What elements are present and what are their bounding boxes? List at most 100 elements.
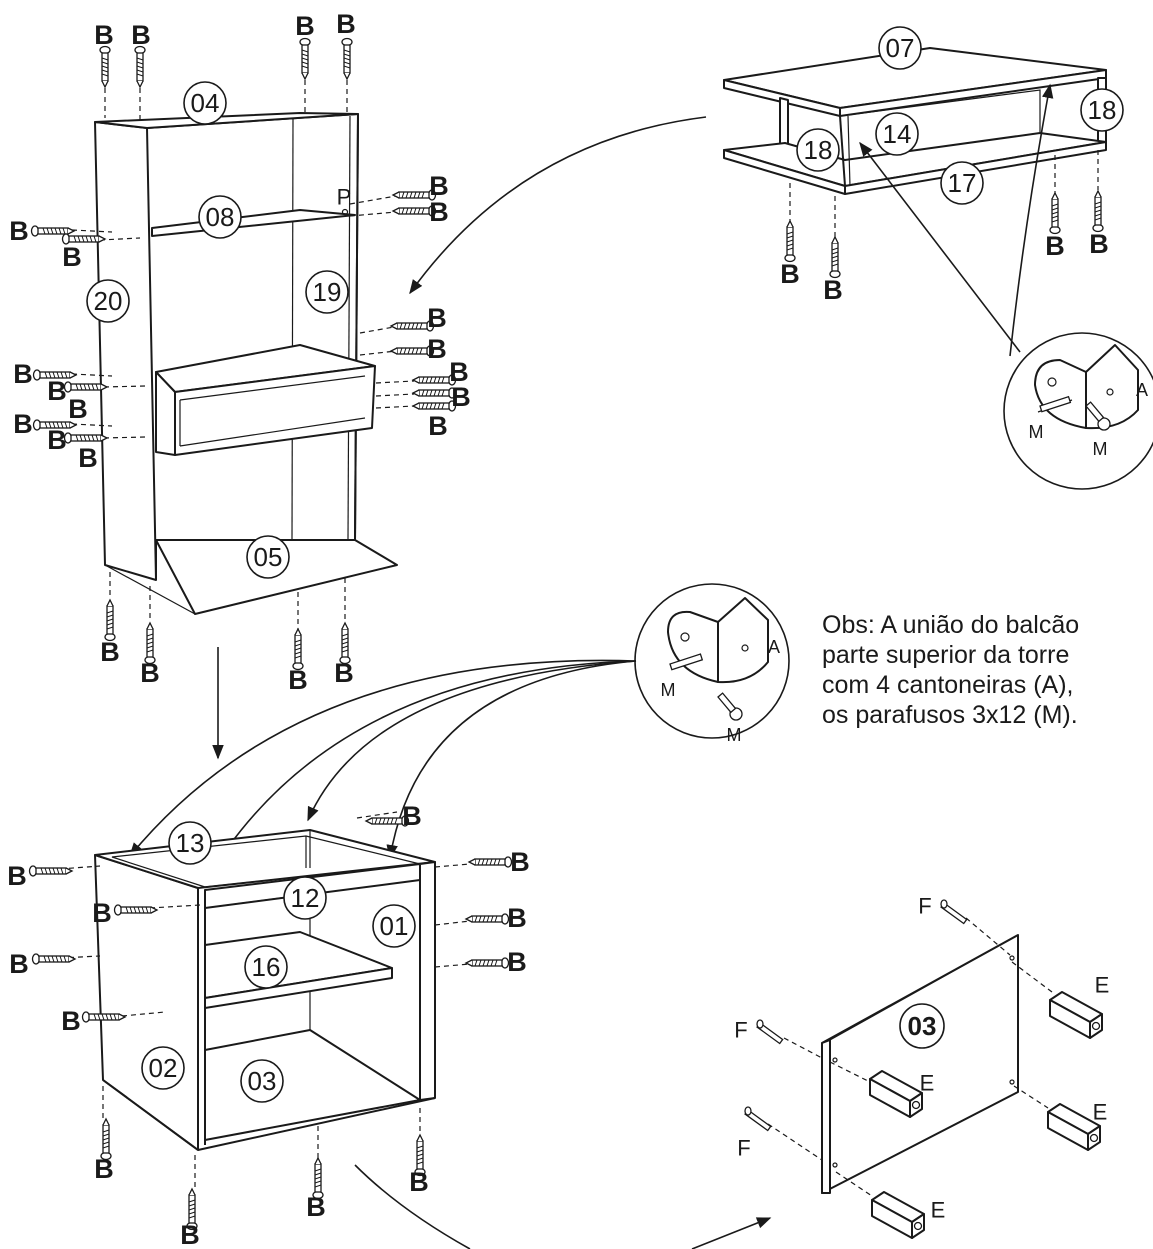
svg-text:04: 04	[191, 88, 220, 118]
label-B: B	[449, 357, 469, 387]
label-M: M	[1029, 422, 1044, 442]
part-04: 04	[183, 81, 227, 125]
label-B: B	[140, 658, 160, 688]
label-E: E	[1093, 1100, 1108, 1125]
label-B: B	[429, 197, 449, 227]
part-16: 16	[244, 945, 288, 989]
part-13: 13	[168, 821, 212, 865]
part-01: 01	[372, 904, 416, 948]
label-M: M	[1093, 439, 1108, 459]
label-F: F	[918, 894, 931, 919]
label-A: A	[768, 637, 780, 657]
note-line-2: parte superior da torre	[822, 641, 1070, 669]
svg-text:12: 12	[291, 883, 320, 913]
label-B: B	[780, 259, 800, 289]
bracket-detail-top: A M M	[1003, 332, 1153, 490]
label-B: B	[427, 334, 447, 364]
label-B: B	[288, 665, 308, 695]
label-B: B	[1089, 229, 1109, 259]
label-B: B	[510, 847, 530, 877]
label-B: B	[1045, 231, 1065, 261]
label-B: B	[9, 949, 29, 979]
cabinet-assembly: B B B B B B B B B B B B 13 12 01 16 02 0…	[7, 801, 530, 1249]
label-B: B	[334, 658, 354, 688]
part-08: 08	[198, 195, 242, 239]
note-line-4: os parafusos 3x12 (M).	[822, 701, 1078, 729]
label-B: B	[94, 1154, 114, 1184]
label-B: B	[823, 275, 843, 305]
label-E: E	[920, 1071, 935, 1096]
label-B: B	[9, 216, 29, 246]
label-B: B	[402, 801, 422, 831]
part-18-left: 18	[796, 128, 840, 172]
svg-text:03: 03	[248, 1066, 277, 1096]
part-03: 03	[240, 1059, 284, 1103]
part-18-right: 18	[1080, 88, 1124, 132]
svg-text:17: 17	[948, 168, 977, 198]
label-B: B	[13, 359, 33, 389]
label-B: B	[68, 394, 88, 424]
label-B: B	[61, 1006, 81, 1036]
label-B: B	[100, 637, 120, 667]
panel-03-detail: F F F E E E E 03	[734, 894, 1109, 1239]
panel-01	[419, 861, 436, 1101]
svg-text:03: 03	[908, 1011, 937, 1041]
label-B: B	[306, 1192, 326, 1222]
bracket-detail-middle: A M M	[634, 583, 790, 745]
part-05: 05	[246, 535, 290, 579]
label-B: B	[47, 425, 67, 455]
label-B: B	[336, 9, 356, 39]
label-B: B	[507, 947, 527, 977]
label-B: B	[428, 411, 448, 441]
label-B: B	[7, 861, 27, 891]
label-B: B	[62, 242, 82, 272]
label-B: B	[47, 376, 67, 406]
label-B: B	[131, 20, 151, 50]
part-14: 14	[875, 112, 919, 156]
label-B: B	[92, 898, 112, 928]
label-B: B	[13, 409, 33, 439]
label-B: B	[451, 382, 471, 412]
svg-text:20: 20	[94, 286, 123, 316]
panel-04	[94, 112, 359, 129]
label-A: A	[1136, 380, 1148, 400]
label-M: M	[661, 680, 676, 700]
svg-text:19: 19	[313, 277, 342, 307]
shelf-unit-assembly: B B B B 07 14 18 18 17 A M M	[723, 26, 1153, 490]
svg-text:16: 16	[252, 952, 281, 982]
label-F: F	[734, 1018, 747, 1043]
label-B: B	[94, 20, 114, 50]
svg-text:07: 07	[886, 33, 915, 63]
part-20: 20	[86, 279, 130, 323]
label-B: B	[180, 1220, 200, 1249]
label-B: B	[429, 171, 449, 201]
assembly-note: Obs: A união do balcão parte superior da…	[822, 610, 1153, 730]
svg-text:01: 01	[380, 911, 409, 941]
panel-03	[204, 1029, 421, 1141]
svg-text:02: 02	[149, 1053, 178, 1083]
part-02: 02	[141, 1046, 185, 1090]
label-B: B	[78, 443, 98, 473]
label-B: B	[427, 303, 447, 333]
tower-assembly: B B B B B B B B B B B B B B B B B B B B …	[9, 9, 471, 695]
svg-text:08: 08	[206, 202, 235, 232]
label-P: P	[337, 185, 352, 210]
label-E: E	[1095, 973, 1110, 998]
label-F: F	[737, 1136, 750, 1161]
label-M: M	[727, 725, 742, 745]
part-17: 17	[940, 161, 984, 205]
svg-text:14: 14	[883, 119, 912, 149]
panel-20	[94, 121, 157, 581]
note-line-1: Obs: A união do balcão	[822, 611, 1080, 639]
part-19: 19	[305, 270, 349, 314]
label-B: B	[295, 11, 315, 41]
note-line-3: com 4 cantoneiras (A),	[822, 671, 1074, 699]
svg-text:18: 18	[804, 135, 833, 165]
label-E: E	[931, 1198, 946, 1223]
label-B: B	[409, 1167, 429, 1197]
svg-text:13: 13	[176, 828, 205, 858]
part-03-panel: 03	[899, 1003, 945, 1049]
part-07: 07	[878, 26, 922, 70]
part-12: 12	[283, 876, 327, 920]
